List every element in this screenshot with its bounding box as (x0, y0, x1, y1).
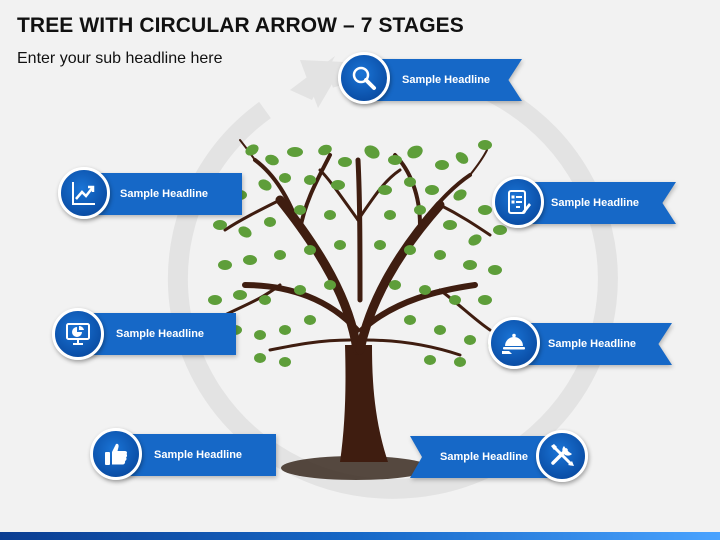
stage-3-icon-circle[interactable] (492, 176, 544, 228)
stage-1-label: Sample Headline (402, 74, 491, 86)
tools-icon (551, 444, 574, 466)
tree-trunk (223, 139, 492, 462)
stage-7-label: Sample Headline (440, 451, 529, 463)
bottom-accent-bar (0, 532, 720, 540)
circular-arrow-head-base (300, 60, 345, 108)
stage-5-icon-circle[interactable] (488, 317, 540, 369)
stage-3-label: Sample Headline (551, 197, 640, 209)
stage-4-label: Sample Headline (116, 328, 205, 340)
stage-5-label: Sample Headline (548, 338, 637, 350)
stage-1-icon-circle[interactable] (338, 52, 390, 104)
monitor-chart-icon (66, 323, 90, 345)
stage-7-banner[interactable]: Sample Headline (410, 431, 560, 478)
checklist-icon (508, 190, 531, 214)
stage-2-label: Sample Headline (120, 188, 209, 200)
food-cloche-icon (502, 333, 525, 354)
tree-ground-shadow (281, 456, 431, 480)
slide-title: TREE WITH CIRCULAR ARROW – 7 STAGES (17, 14, 464, 37)
tree-leaves (208, 140, 507, 367)
slide-subtitle: Enter your sub headline here (17, 50, 223, 67)
stage-2-icon-circle[interactable] (58, 167, 110, 219)
stage-6-label: Sample Headline (154, 449, 243, 461)
thumbs-up-icon (105, 443, 128, 465)
magnifier-icon (352, 66, 376, 90)
stage-6-icon-circle[interactable] (90, 428, 142, 480)
circular-arrow-ring (167, 58, 618, 499)
stage-4-icon-circle[interactable] (52, 308, 104, 360)
line-chart-icon (72, 182, 95, 205)
stage-7-icon-circle[interactable] (536, 430, 588, 482)
